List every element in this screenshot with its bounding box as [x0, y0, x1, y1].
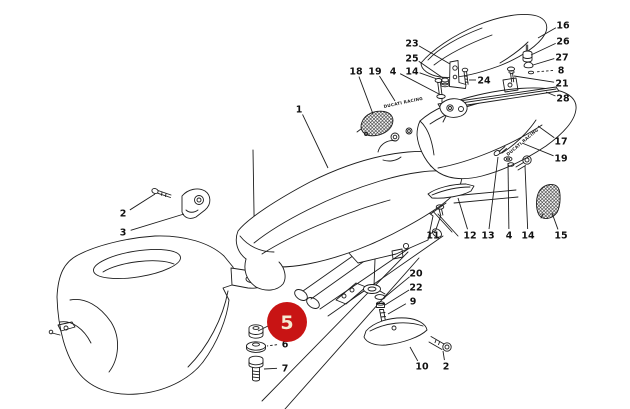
- callout-number-14: 14: [405, 66, 419, 77]
- pad-15: [536, 184, 561, 219]
- callout-leader-6: [266, 344, 278, 347]
- callout-leader-8: [534, 70, 554, 73]
- filler-recess: [93, 248, 181, 280]
- callout-leader-19: [521, 142, 554, 157]
- callout-number-12: 12: [463, 230, 476, 241]
- callout-number-19: 19: [368, 66, 381, 77]
- callout-number-14: 14: [521, 230, 535, 241]
- screw-24: [461, 67, 469, 85]
- callout-number-6: 6: [282, 339, 289, 350]
- seat-hinge-bracket: [439, 98, 468, 123]
- som-marker-5[interactable]: 5: [257, 302, 307, 342]
- callout-number-28: 28: [556, 93, 570, 104]
- screw-21: [506, 66, 516, 83]
- callout-leader-7: [263, 367, 278, 370]
- callout-number-2: 2: [443, 361, 450, 372]
- marker-leader-line: [257, 325, 269, 332]
- callout-leader-3: [130, 213, 185, 231]
- callout-leader-14: [524, 165, 529, 230]
- marker-circle[interactable]: [267, 302, 307, 342]
- bolt-2-front: [151, 188, 172, 198]
- callout-leader-9: [387, 303, 407, 315]
- callout-number-3: 3: [120, 227, 127, 238]
- bolt-7: [248, 355, 264, 382]
- washer-20: [374, 294, 386, 300]
- callout-leader-13: [488, 156, 499, 230]
- callout-leader-17: [537, 125, 555, 139]
- bolt-2-rear: [428, 336, 452, 352]
- tank-left-fitting: [48, 321, 76, 336]
- screw-11: [435, 204, 445, 216]
- callout-number-8: 8: [558, 65, 565, 76]
- side-panel-10: [363, 317, 428, 346]
- callout-leader-21: [513, 75, 555, 83]
- callout-number-18: 18: [349, 66, 363, 77]
- bolt-14-rear: [515, 155, 532, 171]
- cap-27: [523, 61, 534, 69]
- bushing-5: [248, 324, 264, 339]
- callout-number-19: 19: [554, 153, 567, 164]
- callout-number-22: 22: [409, 282, 422, 293]
- callout-number-4: 4: [506, 230, 513, 241]
- washer-6: [246, 341, 266, 353]
- callout-leader-18: [358, 76, 374, 115]
- callout-leader-12: [457, 197, 468, 230]
- callout-number-26: 26: [556, 36, 570, 47]
- decal-ducati-racing-left: DUCATI RACING: [383, 96, 423, 109]
- callout-number-11: 11: [426, 230, 439, 241]
- callout-leader-15: [551, 212, 559, 230]
- callout-number-9: 9: [410, 296, 417, 307]
- callout-number-27: 27: [555, 52, 568, 63]
- bushing-26: [522, 44, 533, 63]
- callout-number-15: 15: [554, 230, 567, 241]
- callout-leader-2: [129, 193, 156, 211]
- callout-leader-11: [435, 214, 442, 230]
- callout-number-13: 13: [481, 230, 494, 241]
- washer-8: [527, 70, 535, 75]
- callout-number-21: 21: [555, 78, 568, 89]
- callout-number-17: 17: [554, 136, 567, 147]
- callout-leader-27: [532, 58, 555, 66]
- callout-leader-1: [302, 114, 329, 169]
- callout-leader-4: [399, 73, 440, 95]
- callout-leader-19: [379, 75, 396, 102]
- callout-leader-22: [384, 289, 410, 306]
- bracket-3: [181, 188, 211, 219]
- pad-18: [356, 110, 394, 137]
- callout-number-20: 20: [409, 268, 423, 279]
- callout-leader-14: [419, 72, 438, 80]
- callout-number-23: 23: [405, 38, 418, 49]
- callout-leader-25: [418, 60, 444, 79]
- callout-leader-20: [384, 276, 410, 298]
- nut-22: [376, 301, 385, 308]
- callout-number-7: 7: [282, 363, 289, 374]
- callout-leader-28: [545, 91, 556, 97]
- callout-leader-23: [418, 45, 451, 65]
- callout-number-10: 10: [415, 361, 429, 372]
- fuel-tank: [48, 235, 268, 395]
- nut-25: [440, 77, 450, 88]
- callout-number-16: 16: [556, 20, 570, 31]
- callout-leader-4: [507, 162, 510, 230]
- tail-cap-12: [427, 183, 475, 199]
- rider-seat: [235, 150, 463, 291]
- callout-number-1: 1: [296, 104, 303, 115]
- screw-14-front: [434, 78, 443, 95]
- callout-number-25: 25: [405, 53, 418, 64]
- seat-rear-mount-boss: [357, 284, 386, 296]
- washer-nut-4: [503, 156, 515, 167]
- callout-number-24: 24: [477, 75, 491, 86]
- callout-number-2: 2: [120, 208, 127, 219]
- screw-13: [493, 146, 507, 157]
- callout-leader-2: [442, 350, 445, 361]
- callout-number-4: 4: [390, 66, 397, 77]
- callout-leader-26: [530, 42, 556, 56]
- marker-number: 5: [280, 312, 293, 334]
- washer-4-front: [436, 94, 446, 99]
- callout-leader-10: [409, 346, 419, 362]
- callout-leader-16: [537, 27, 557, 39]
